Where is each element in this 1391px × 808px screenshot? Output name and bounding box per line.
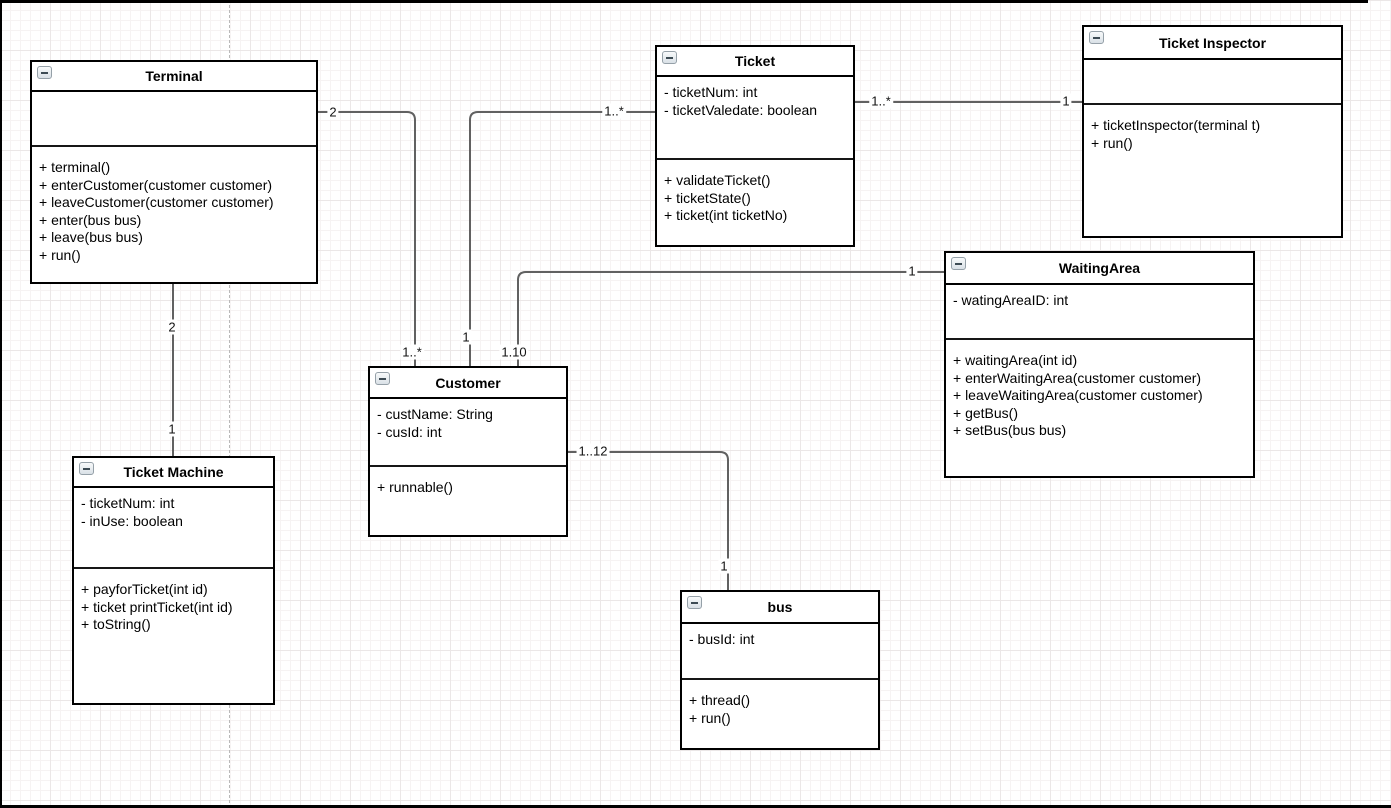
method-row: + ticket printTicket(int id) <box>81 598 233 615</box>
minus-glyph <box>379 377 386 380</box>
method-row: + ticketState() <box>664 189 751 206</box>
method-row: + validateTicket() <box>664 172 771 188</box>
attribute-row: - inUse: boolean <box>81 512 183 529</box>
class-terminal[interactable]: Terminal + terminal()+ enterCustomer(cust… <box>30 60 318 284</box>
methods-section: + validateTicket()+ ticketState()+ ticke… <box>657 160 853 245</box>
class-name: Terminal <box>145 68 203 84</box>
multiplicity-label: 1 <box>1060 93 1072 109</box>
class-title-bar: Ticket Machine <box>74 458 273 488</box>
attributes-section: - custName: String- cusId: int <box>370 399 566 467</box>
method-row: + ticket(int ticketNo) <box>664 207 788 223</box>
method-row: + leaveWaitingArea(customer customer) <box>953 387 1203 403</box>
minus-glyph <box>41 71 48 74</box>
methods-section: + thread()+ run() <box>682 680 878 748</box>
method-row: + getBus() <box>953 404 1018 421</box>
attribute-row: - ticketNum: int <box>81 495 175 511</box>
methods-section: + waitingArea(int id)+ enterWaitingArea(… <box>946 340 1253 476</box>
class-title-bar: WaitingArea <box>946 253 1253 285</box>
window-border-bottom <box>0 805 1391 808</box>
class-name: WaitingArea <box>1058 260 1141 276</box>
attributes-section <box>1084 60 1341 105</box>
minus-glyph <box>83 467 90 470</box>
attribute-row: - ticketValedate: boolean <box>664 101 818 118</box>
methods-section: + runnable() <box>370 467 566 535</box>
method-row: + enter(bus bus) <box>39 211 142 228</box>
class-ticket-machine[interactable]: Ticket Machine - ticketNum: int- inUse: b… <box>72 456 275 705</box>
attributes-section: - ticketNum: int- ticketValedate: boolea… <box>657 77 853 160</box>
methods-section: + payforTicket(int id)+ ticket printTick… <box>74 569 273 703</box>
method-row: + payforTicket(int id) <box>81 581 208 597</box>
class-name: bus <box>767 599 793 615</box>
connector-waitingarea-customer[interactable] <box>517 271 944 366</box>
method-row: + enterWaitingArea(customer customer) <box>953 369 1202 386</box>
method-row: + runnable() <box>377 479 453 495</box>
methods-section: + terminal()+ enterCustomer(customer cus… <box>32 147 316 282</box>
method-row: + run() <box>689 709 731 726</box>
connector-terminal-customer[interactable] <box>318 111 416 366</box>
class-customer[interactable]: Customer - custName: String- cusId: int + … <box>368 366 568 537</box>
multiplicity-label: 1.10 <box>499 344 529 360</box>
class-title-bar: Terminal <box>32 62 316 92</box>
method-row: + run() <box>1091 134 1133 151</box>
attribute-row: - custName: String <box>377 406 493 422</box>
collapse-minus-icon[interactable] <box>375 372 390 385</box>
connector-ticket-customer[interactable] <box>469 111 655 366</box>
method-row: + enterCustomer(customer customer) <box>39 176 273 193</box>
attributes-section <box>32 92 316 147</box>
method-row: + toString() <box>81 616 151 632</box>
multiplicity-label: 2 <box>327 104 339 120</box>
minus-glyph <box>691 601 698 604</box>
multiplicity-label: 1 <box>906 263 918 279</box>
class-name: Customer <box>435 374 501 391</box>
attributes-section: - ticketNum: int- inUse: boolean <box>74 488 273 569</box>
class-name: Ticket Machine <box>123 464 224 480</box>
window-border-top <box>0 0 1368 3</box>
attribute-row: - ticketNum: int <box>664 84 758 100</box>
attributes-section: - busId: int <box>682 624 878 680</box>
collapse-minus-icon[interactable] <box>951 257 966 270</box>
connector-customer-bus[interactable] <box>568 451 729 590</box>
attribute-row: - busId: int <box>689 631 755 647</box>
minus-glyph <box>666 56 673 59</box>
minus-glyph <box>1093 36 1100 39</box>
multiplicity-label: 1..* <box>400 344 424 360</box>
collapse-minus-icon[interactable] <box>37 66 52 79</box>
class-title-bar: Ticket Inspector <box>1084 27 1341 60</box>
method-row: + waitingArea(int id) <box>953 352 1078 368</box>
method-row: + terminal() <box>39 159 111 175</box>
method-row: + ticketInspector(terminal t) <box>1091 117 1261 133</box>
attribute-row: - watingAreaID: int <box>953 292 1069 308</box>
method-row: + thread() <box>689 692 751 708</box>
multiplicity-label: 1 <box>166 421 178 437</box>
class-title-bar: bus <box>682 592 878 624</box>
method-row: + run() <box>39 246 81 263</box>
class-title-bar: Customer <box>370 368 566 399</box>
class-ticket[interactable]: Ticket - ticketNum: int- ticketValedate: … <box>655 45 855 247</box>
multiplicity-label: 1 <box>718 558 730 574</box>
attributes-section: - watingAreaID: int <box>946 285 1253 340</box>
page-boundary-guide <box>229 0 230 808</box>
collapse-minus-icon[interactable] <box>687 596 702 609</box>
methods-section: + ticketInspector(terminal t)+ run() <box>1084 105 1341 236</box>
class-name: Ticket <box>734 53 776 69</box>
class-bus[interactable]: bus - busId: int + thread()+ run() <box>680 590 880 750</box>
class-title-bar: Ticket <box>657 47 853 77</box>
multiplicity-label: 1..* <box>869 93 893 109</box>
collapse-minus-icon[interactable] <box>79 462 94 475</box>
minus-glyph <box>955 262 962 265</box>
collapse-minus-icon[interactable] <box>662 51 677 64</box>
collapse-minus-icon[interactable] <box>1089 31 1104 44</box>
attribute-row: - cusId: int <box>377 423 442 440</box>
class-name: Ticket Inspector <box>1158 34 1267 51</box>
method-row: + leave(bus bus) <box>39 229 143 245</box>
class-waiting-area[interactable]: WaitingArea - watingAreaID: int + waitingA… <box>944 251 1255 478</box>
multiplicity-label: 1..12 <box>576 443 610 459</box>
class-ticket-inspector[interactable]: Ticket Inspector + ticketInspector(termin… <box>1082 25 1343 238</box>
window-border-left <box>0 0 2 808</box>
multiplicity-label: 1..* <box>602 103 626 119</box>
multiplicity-label: 2 <box>166 319 178 335</box>
method-row: + setBus(bus bus) <box>953 422 1067 438</box>
multiplicity-label: 1 <box>460 329 472 345</box>
method-row: + leaveCustomer(customer customer) <box>39 194 274 210</box>
